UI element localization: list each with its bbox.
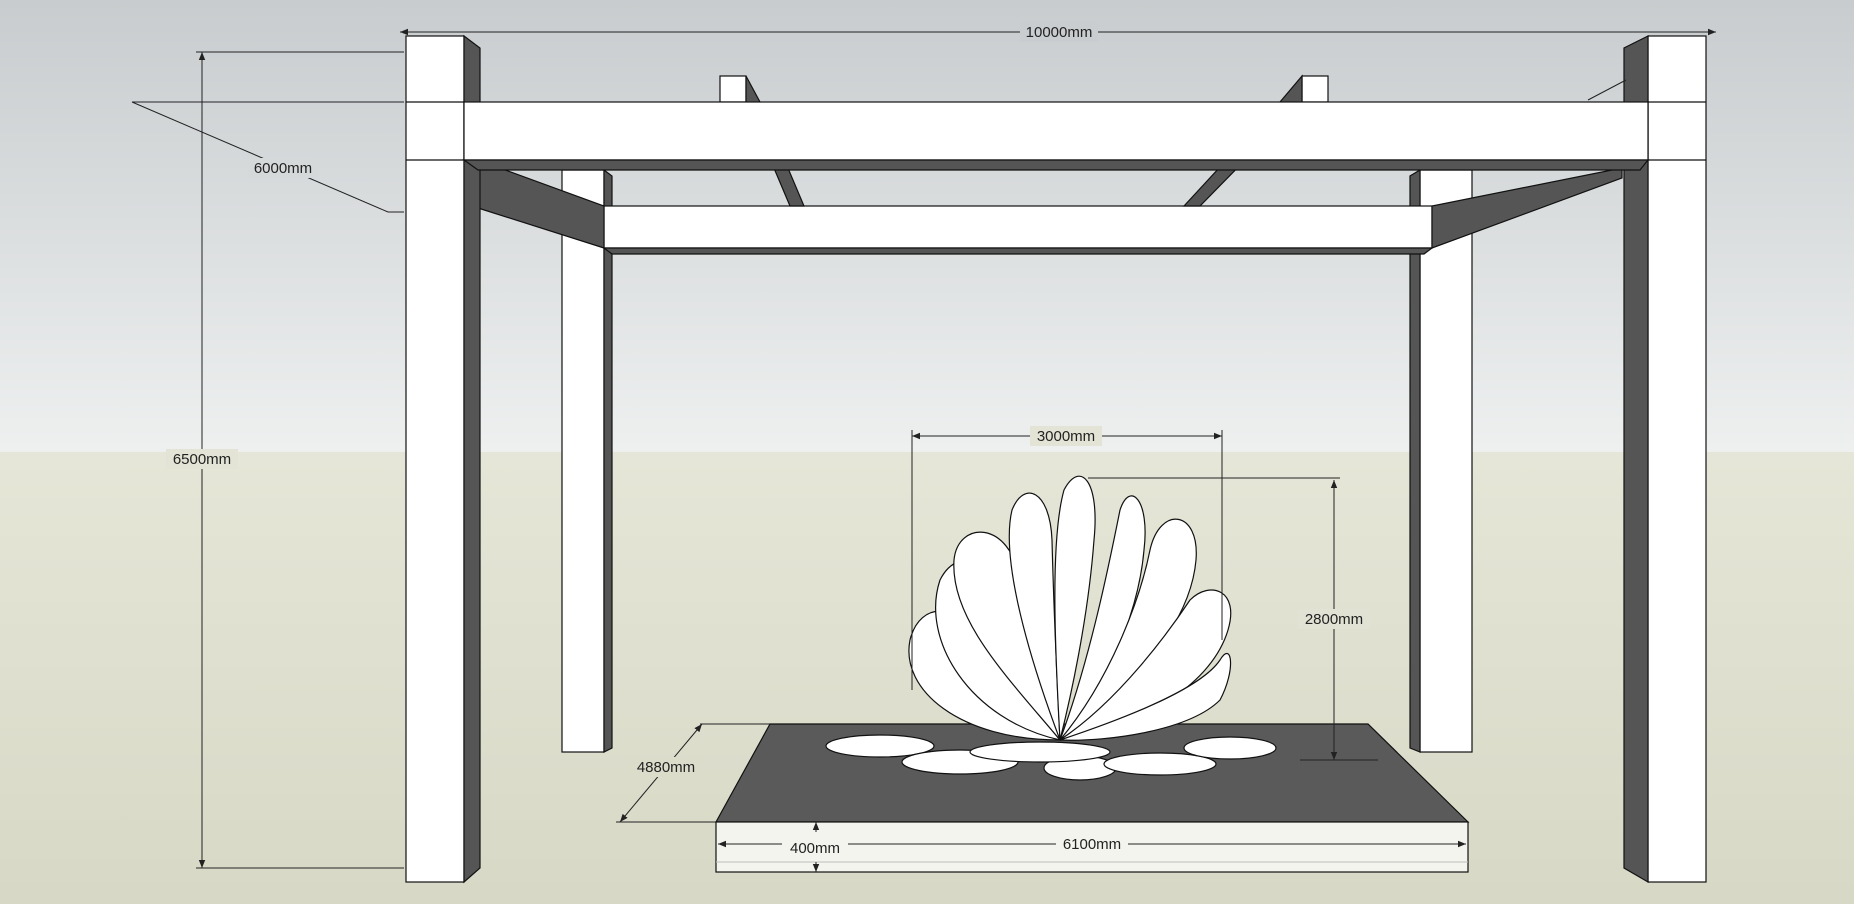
base-width-label: 6100mm [1063,836,1121,853]
sculpture-height-label: 2800mm [1305,611,1363,628]
depth-label: 6000mm [254,160,312,177]
base-depth-label: 4880mm [637,759,695,776]
front-frame [405,34,1707,884]
overall-width-label: 10000mm [1026,24,1093,41]
height-label: 6500mm [173,451,231,468]
base-thickness-label: 400mm [790,840,840,857]
flower-sculpture [825,475,1277,781]
sculpture-width-label: 3000mm [1037,428,1095,445]
dimension-labels: 10000mm 6000mm 6500mm 3000mm 2800mm 4880… [166,22,1370,858]
back-frame [477,74,1623,753]
